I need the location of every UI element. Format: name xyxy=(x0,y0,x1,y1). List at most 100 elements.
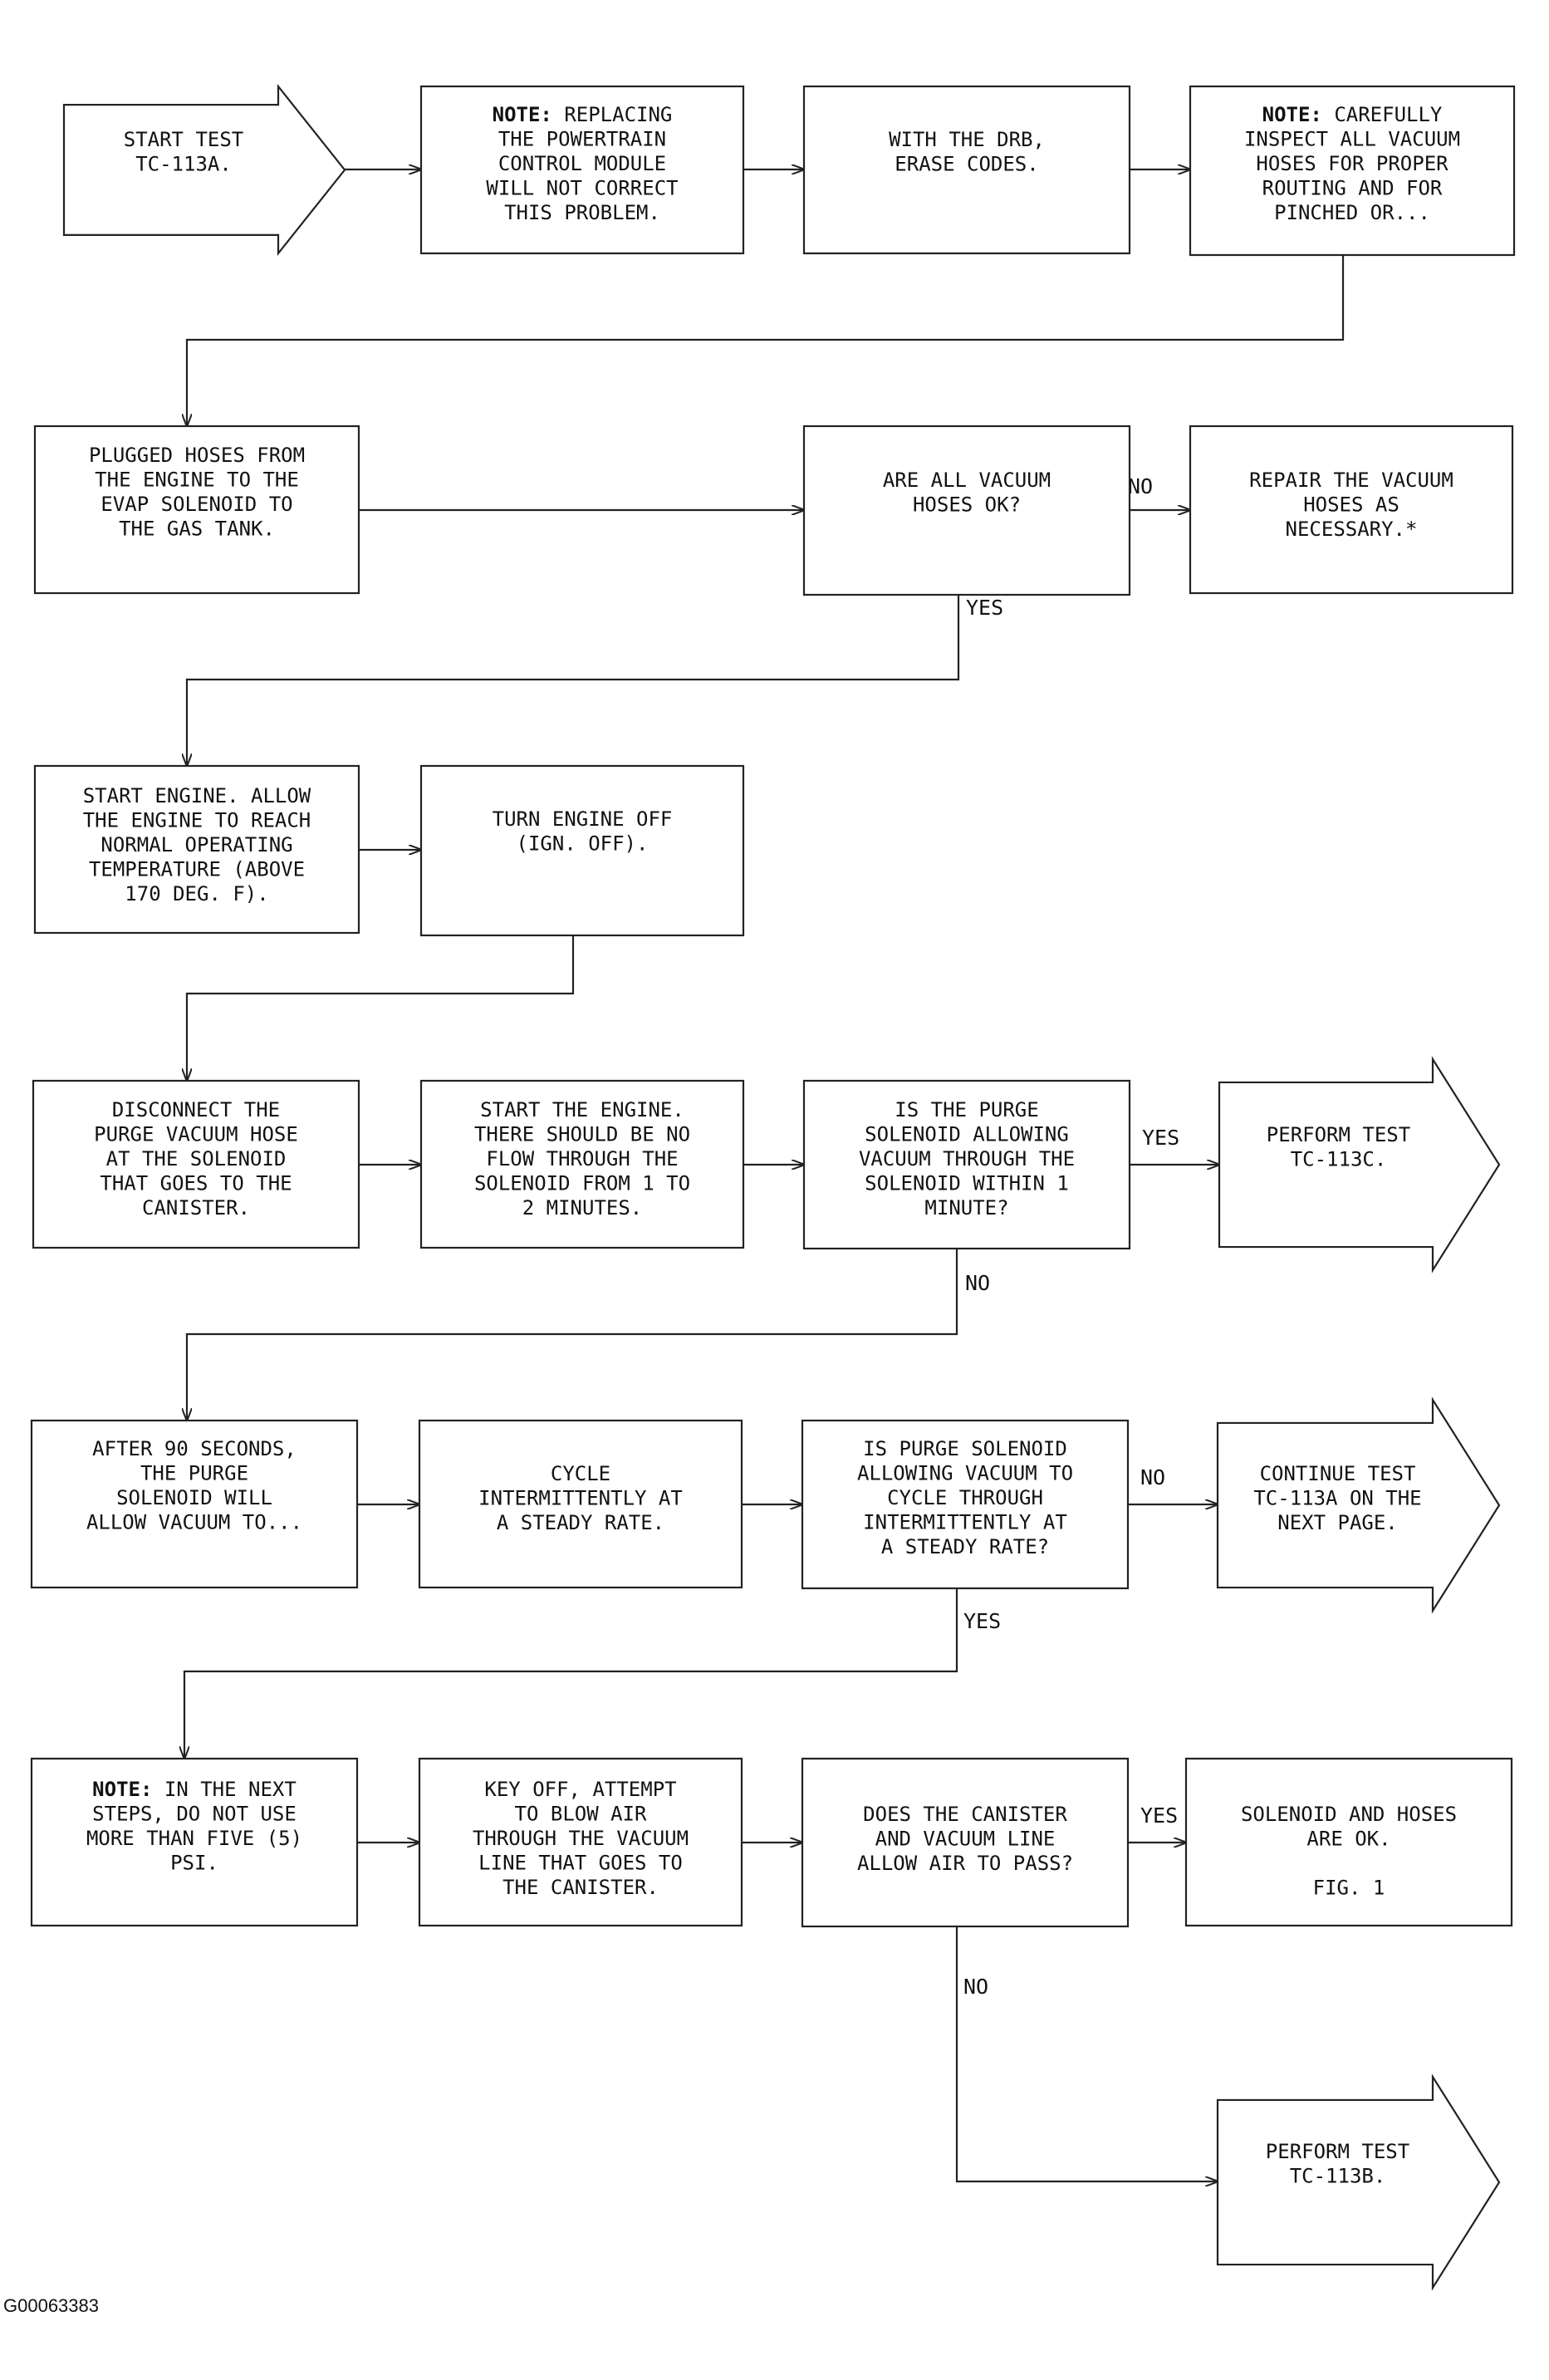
label-purge1-yes: YES xyxy=(1142,1126,1179,1150)
node-text-line: THE POWERTRAIN xyxy=(498,128,666,151)
node-text-line: THAT GOES TO THE xyxy=(100,1172,292,1195)
node-text-line: NOTE: IN THE NEXT xyxy=(92,1778,297,1801)
node-text-line: 170 DEG. F). xyxy=(125,882,268,905)
node-text: START THE ENGINE. xyxy=(480,1098,684,1121)
node-text: HOSES OK? xyxy=(913,493,1021,517)
node-text-line: MORE THAN FIVE (5) xyxy=(86,1827,302,1850)
node-text: DISCONNECT THE xyxy=(112,1098,280,1121)
node-text-line: THE GAS TANK. xyxy=(119,518,275,541)
node-text-line: PERFORM TEST xyxy=(1266,2140,1409,2163)
node-text: PLUGGED HOSES FROM xyxy=(89,444,305,467)
terminal-arrow-shape xyxy=(1216,1396,1501,1614)
node-text-line: TC-113B. xyxy=(1290,2165,1386,2188)
node-text: CYCLE xyxy=(551,1462,610,1485)
label-hoses-no: NO xyxy=(1128,474,1153,498)
node-text: REPAIR THE VACUUM xyxy=(1249,469,1453,492)
step-box-shape xyxy=(30,1419,359,1589)
step-box-shape xyxy=(419,85,745,255)
node-text-line: CANISTER. xyxy=(142,1196,250,1219)
node-text-line: THIS PROBLEM. xyxy=(504,201,660,224)
node-text-line: AFTER 90 SECONDS, xyxy=(92,1437,297,1460)
node-text: NECESSARY.* xyxy=(1286,518,1418,541)
node-text-line: THERE SHOULD BE NO xyxy=(474,1123,690,1146)
node-text-line: A STEADY RATE. xyxy=(497,1511,664,1534)
node-text: TO BLOW AIR xyxy=(515,1803,647,1826)
node-text-line: MINUTE? xyxy=(924,1196,1008,1219)
node-text-line: TC-113A ON THE xyxy=(1253,1487,1421,1510)
node-text: FLOW THROUGH THE xyxy=(486,1147,678,1170)
node-text: IN THE NEXT xyxy=(152,1778,296,1801)
node-text: CYCLE THROUGH xyxy=(887,1486,1043,1509)
node-text: TC-113C. xyxy=(1291,1148,1387,1171)
node-text: CAREFULLY xyxy=(1322,103,1443,126)
node-text-line: ARE ALL VACUUM xyxy=(883,469,1051,492)
edge-turnoff-disconnect xyxy=(187,935,575,1081)
node-text: TEMPERATURE (ABOVE xyxy=(89,858,305,881)
label-canister-yes: YES xyxy=(1140,1803,1178,1828)
node-text: AND VACUUM LINE xyxy=(875,1828,1056,1851)
node-text: LINE THAT GOES TO xyxy=(478,1852,683,1875)
node-text: INTERMITTENTLY AT xyxy=(863,1511,1067,1534)
node-text-line: NEXT PAGE. xyxy=(1277,1511,1398,1534)
node-text: THAT GOES TO THE xyxy=(100,1172,292,1195)
node-text: THE ENGINE TO REACH xyxy=(83,809,311,832)
node-text-line: THE PURGE xyxy=(140,1462,248,1485)
node-text-line: PINCHED OR... xyxy=(1274,201,1430,224)
node-text: 2 MINUTES. xyxy=(522,1196,643,1219)
node-text: PERFORM TEST xyxy=(1266,2140,1409,2163)
node-text: SOLENOID WITHIN 1 xyxy=(865,1172,1069,1195)
node-text-line: VACUUM THROUGH THE xyxy=(859,1147,1075,1170)
node-text: ARE ALL VACUUM xyxy=(883,469,1051,492)
node-text: CONTINUE TEST xyxy=(1260,1462,1416,1485)
node-text: EVAP SOLENOID TO xyxy=(100,493,292,516)
node-text: WILL NOT CORRECT xyxy=(486,177,678,200)
node-text: INSPECT ALL VACUUM xyxy=(1244,128,1460,151)
label-purge2-no: NO xyxy=(1140,1465,1165,1489)
node-text-line: ALLOW AIR TO PASS? xyxy=(857,1852,1073,1875)
edge-qhoses-starteng xyxy=(187,595,960,766)
label-purge2-yes: YES xyxy=(963,1609,1001,1633)
node-text-line: TEMPERATURE (ABOVE xyxy=(89,858,305,881)
node-text: TC-113A ON THE xyxy=(1253,1487,1421,1510)
node-text: ALLOW AIR TO PASS? xyxy=(857,1852,1073,1875)
label-canister-no: NO xyxy=(963,1975,988,1999)
step-box-shape xyxy=(419,764,745,937)
step-box-shape xyxy=(418,1757,743,1927)
node-text: MORE THAN FIVE (5) xyxy=(86,1827,302,1850)
edge-qpurge1-after90 xyxy=(187,1249,958,1421)
node-text-line: START TEST xyxy=(124,128,244,151)
step-box-shape xyxy=(32,1079,360,1249)
node-text-line: DISCONNECT THE xyxy=(112,1098,280,1121)
node-text: IS PURGE SOLENOID xyxy=(863,1437,1067,1460)
node-text-line: TC-113A. xyxy=(135,153,232,176)
node-text: STEPS, DO NOT USE xyxy=(92,1803,297,1826)
node-start-the: START THE ENGINE.THERE SHOULD BE NOFLOW … xyxy=(419,1079,745,1249)
step-box-shape xyxy=(1189,85,1516,257)
node-text: HOSES AS xyxy=(1303,493,1399,517)
node-text-line: FIG. 1 xyxy=(1313,1877,1385,1900)
node-text-line: TO BLOW AIR xyxy=(515,1803,647,1826)
terminal-arrow-shape xyxy=(1216,2073,1501,2291)
node-text-line: AND VACUUM LINE xyxy=(875,1828,1056,1851)
edge-qcanister-testb xyxy=(955,1926,1218,2181)
node-text-line: HOSES FOR PROPER xyxy=(1256,152,1449,175)
node-text: SOLENOID FROM 1 TO xyxy=(474,1172,690,1195)
node-text-line: TC-113C. xyxy=(1291,1148,1387,1171)
node-text: THERE SHOULD BE NO xyxy=(474,1123,690,1146)
edge-note2-plugged xyxy=(187,255,1345,426)
node-text: ALLOW VACUUM TO... xyxy=(86,1511,302,1534)
step-box-shape xyxy=(33,424,360,595)
node-text: (IGN. OFF). xyxy=(517,832,649,856)
node-text: REPLACING xyxy=(552,103,673,126)
